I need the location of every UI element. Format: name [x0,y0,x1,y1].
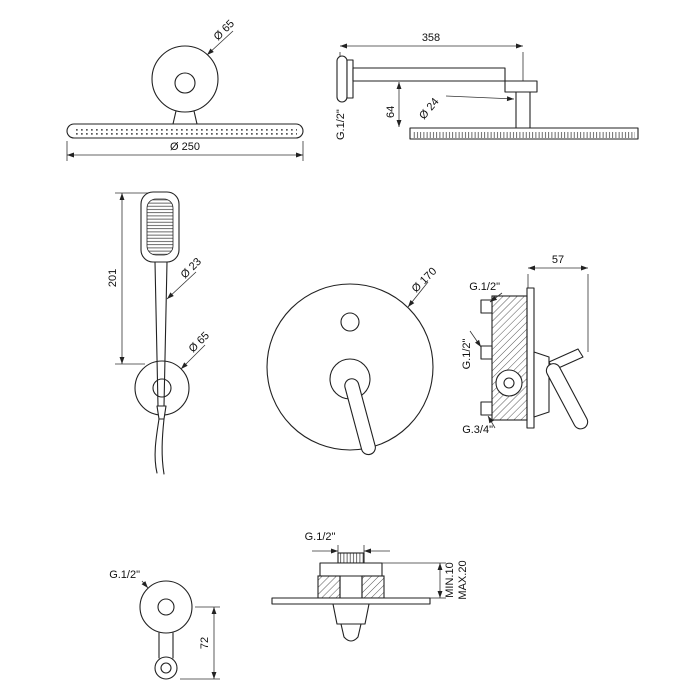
shower-arm-side-view: 358 G.1/2" 64 Ø 24 [335,32,639,140]
shower-disc-side-nozzles [413,132,635,138]
arm-length-label: 358 [422,32,440,44]
outlet-height-label: 72 [199,637,211,649]
hose-connector [156,405,167,420]
dim-plate-diameter: Ø 170 [407,265,440,308]
handshower-spray-face [146,198,174,256]
outlet-side-thread-label: G.1/2" [305,531,336,543]
drop-height-label: 64 [385,106,397,118]
dim-pipe-diameter: Ø 24 [417,95,515,122]
dim-handshower-height: 201 [107,192,150,365]
arm-elbow-nut [504,80,538,93]
dim-bracket-diameter: Ø 65 [180,330,212,370]
handle-diameter-label: Ø 23 [179,256,204,281]
handshower-handle [154,261,168,407]
bracket-diameter-label: Ø 65 [187,330,212,355]
mixer-stub-top [480,299,493,314]
diverter-button [340,312,360,332]
outlet-flange-circle [139,580,193,634]
dim-thread-mid: G.1/2" [461,330,482,370]
arm-drop-pipe [515,91,531,129]
outlet-stem [158,632,174,659]
plate-diameter-label: Ø 170 [410,265,440,295]
outlet-spout-side [340,623,362,642]
cartridge-inner-circle [503,377,515,389]
head-connector [172,110,198,125]
dim-handle-diameter: Ø 23 [166,256,204,300]
mixer-plate-circle [266,283,434,451]
mixer-side-view: 57 G.1/2" G.1/2" G.3/4" [461,254,589,436]
dim-drop-height: 64 [385,82,402,127]
mixer-wall-plate [526,287,535,429]
handshower-height-label: 201 [107,269,119,287]
thread-mid-label: G.1/2" [461,339,473,370]
mixer-body [491,295,528,421]
mixer-lever [344,378,376,456]
outlet-thread-stub [337,552,365,564]
dim-wall-depth: MIN.10 MAX.20 [382,560,469,600]
wall-flange-circle [151,45,219,113]
bracket-inner-circle [152,378,172,398]
outlet-spout-inner [160,662,172,674]
thread-top-label: G.1/2" [469,281,500,293]
hose [154,418,165,475]
outlet-body-left [317,575,341,599]
thread-bottom-label: G.3/4" [462,424,493,436]
dim-thread-bottom: G.3/4" [462,415,496,436]
arm-tube [352,67,506,82]
outlet-body-right [361,575,385,599]
mixer-stub-mid [480,345,493,360]
dim-head-diameter: Ø 250 [66,141,304,161]
arm-thread-label: G.1/2" [335,109,347,140]
wall-plate-side [271,597,431,605]
outlet-body-channel [339,575,363,599]
handshower-view: 201 Ø 23 Ø 65 [107,191,212,475]
wall-outlet-side-view: G.1/2" MIN.10 MAX.20 [271,531,469,642]
head-diameter-label: Ø 250 [170,141,200,153]
mixer-trim-sleeve [533,351,550,418]
mixer-side-lever [545,363,589,430]
outlet-nut [332,603,370,625]
mixer-front-view: Ø 170 [266,265,440,456]
wall-outlet-front-view: G.1/2" 72 [109,569,220,680]
pipe-diameter-label: Ø 24 [417,96,442,122]
outlet-flange-inner [157,598,175,616]
arm-flange-collar [346,59,354,99]
wall-flange-inner-circle [174,72,196,94]
max-depth-label: MAX.20 [457,560,469,599]
min-depth-label: MIN.10 [444,562,456,597]
dim-mixer-depth: 57 [527,254,589,352]
dim-flange-diameter: Ø 65 [206,18,237,56]
outlet-body-flange [319,562,383,577]
dim-thread-top: G.1/2" [469,281,503,303]
arm-wall-flange [336,55,348,103]
dim-outlet-height: 72 [180,606,220,680]
mixer-depth-label: 57 [552,254,564,266]
dim-outlet-thread: G.1/2" [109,569,149,589]
mixer-stub-bottom [480,401,493,416]
outlet-spout-circle [154,656,178,680]
shower-disc-nozzles [73,127,297,135]
showerhead-front-view: Ø 65 Ø 250 [66,18,304,161]
outlet-thread-label: G.1/2" [109,569,140,581]
